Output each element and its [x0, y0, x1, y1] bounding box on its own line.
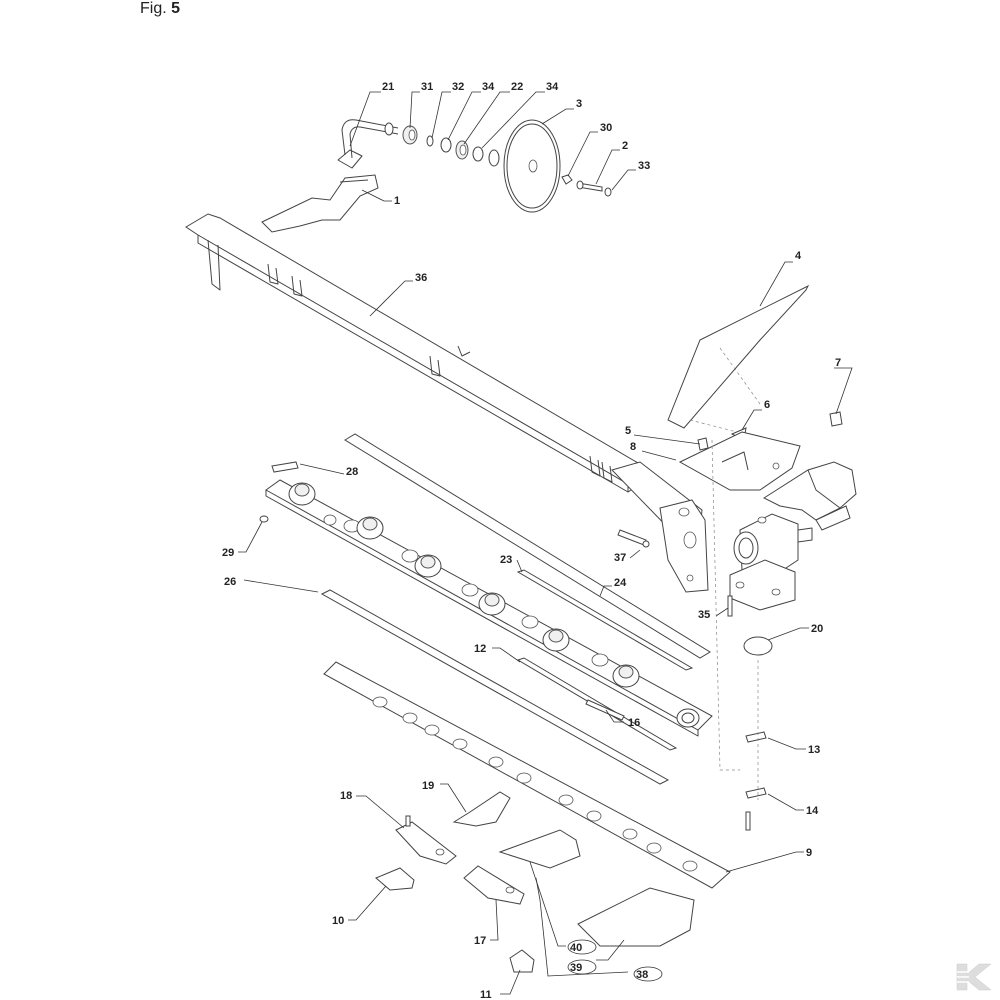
part-23-strip	[516, 569, 694, 671]
part-14-bolt	[745, 811, 751, 831]
brand-k-logo-icon	[956, 963, 992, 991]
gearbox-arm	[611, 461, 709, 593]
callout-4: 4	[795, 250, 802, 262]
figure-title: Fig. 5	[140, 0, 180, 18]
callout-38-ring	[633, 966, 663, 982]
callout-37: 37	[614, 552, 626, 564]
callout-6: 6	[764, 399, 770, 411]
gearbox	[729, 513, 813, 611]
callout-26: 26	[224, 576, 236, 588]
part-1-plate	[261, 174, 379, 233]
callout-9: 9	[806, 847, 812, 859]
callout-33: 33	[638, 160, 650, 172]
part-3-disc	[503, 119, 561, 213]
cutterbar	[265, 479, 713, 737]
callout-16: 16	[628, 717, 640, 729]
part-13-clamp	[745, 731, 767, 743]
part-28-plate	[271, 461, 299, 473]
callout-11: 11	[480, 989, 492, 1000]
part-18-dome	[395, 815, 457, 865]
callout-8: 8	[630, 441, 636, 453]
part-9-skid-plate	[323, 661, 731, 889]
part-39-guard	[577, 887, 695, 947]
part-8-guard	[678, 431, 801, 491]
callout-23: 23	[500, 554, 512, 566]
callout-32: 32	[452, 81, 464, 93]
callout-36: 36	[415, 272, 427, 284]
part-32-ring	[426, 135, 434, 147]
callout-17: 17	[474, 935, 486, 947]
part-14-clamp	[745, 787, 767, 799]
part-30-nut	[561, 174, 573, 185]
part-35-bolt	[727, 595, 733, 617]
part-19-guard	[452, 791, 511, 827]
callout-31: 31	[421, 81, 433, 93]
callout-38: 38	[636, 969, 648, 981]
callout-39: 39	[570, 962, 582, 974]
callout-28: 28	[346, 466, 358, 478]
part-24-upper-bar	[344, 433, 711, 659]
part-21-shaft-bracket	[337, 119, 399, 169]
part-20-oring	[743, 636, 773, 656]
callout-14: 14	[806, 805, 819, 817]
mount-fasteners	[617, 529, 773, 656]
callout-5: 5	[625, 425, 631, 437]
callout-labels: 21 31 32 34 22 34 3 30 2 33 1 36 4 7 6 5…	[222, 81, 841, 1000]
part-4-shield	[667, 284, 810, 441]
bearing-stack	[402, 125, 500, 167]
callout-1: 1	[394, 195, 400, 207]
part-17-dome	[463, 865, 525, 905]
callout-29: 29	[222, 547, 234, 559]
part-36-main-beam	[185, 213, 651, 493]
callout-35: 35	[698, 609, 710, 621]
part-16-bar	[585, 699, 625, 721]
part-34-seal-2	[472, 146, 484, 162]
callout-21: 21	[382, 81, 394, 93]
disc-fasteners	[561, 174, 612, 197]
callout-40: 40	[570, 942, 582, 954]
callout-24: 24	[614, 577, 627, 589]
callout-20: 20	[811, 623, 823, 635]
part-34-seal	[440, 137, 452, 153]
part-29-washer	[259, 515, 269, 523]
callout-39-ring	[567, 959, 597, 975]
part-11-foot	[509, 949, 535, 973]
callout-13: 13	[808, 744, 820, 756]
part-40-guard	[498, 829, 581, 869]
callout-34: 34	[482, 81, 495, 93]
part-10-foot	[375, 867, 415, 891]
callout-18: 18	[340, 790, 352, 802]
callout-10: 10	[332, 915, 344, 927]
part-37-bolt	[617, 529, 647, 546]
callout-40-ring	[567, 939, 597, 955]
callout-34-b: 34	[546, 81, 559, 93]
callout-3: 3	[576, 98, 582, 110]
callout-2: 2	[622, 140, 628, 152]
callout-22: 22	[511, 81, 523, 93]
callout-12: 12	[474, 643, 486, 655]
callout-30: 30	[600, 122, 612, 134]
part-33-cap	[604, 187, 612, 197]
part-7-clip	[829, 411, 843, 427]
figure-number: 5	[171, 0, 181, 17]
drive-guard	[762, 461, 857, 531]
callout-7: 7	[835, 357, 841, 369]
leader-lines	[238, 91, 853, 995]
part-26-lower-bar	[320, 589, 670, 785]
callout-19: 19	[422, 780, 434, 792]
figure-prefix: Fig.	[140, 0, 167, 17]
